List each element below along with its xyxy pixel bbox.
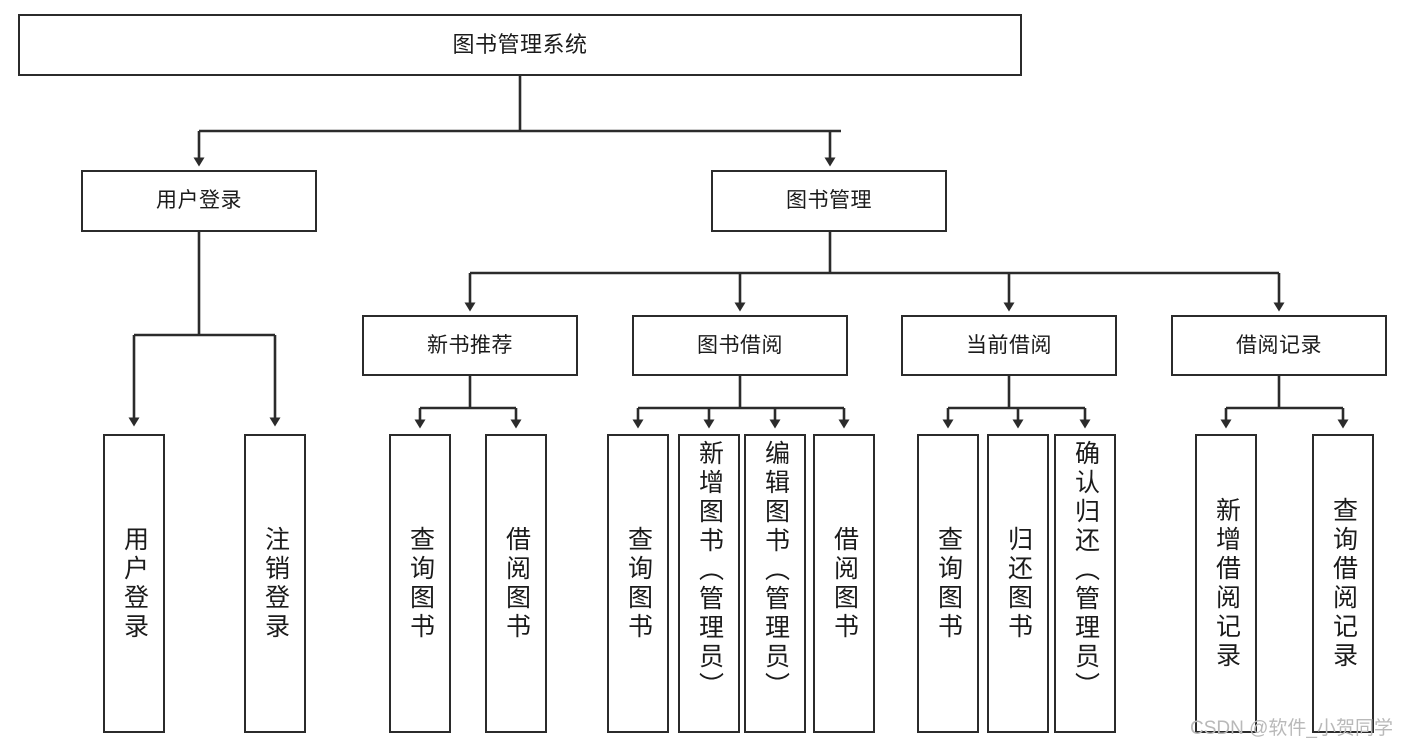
node-user-login[interactable]: 用户登录 [81, 170, 317, 232]
node-current-borrow[interactable]: 当前借阅 [901, 315, 1117, 376]
node-label: 确认归还（管理员） [1071, 440, 1100, 701]
node-label: 归还图书 [1004, 525, 1033, 642]
node-leaf-return-book[interactable]: 归还图书 [987, 434, 1049, 733]
node-leaf-add-book[interactable]: 新增图书（管理员） [678, 434, 740, 733]
node-label: 当前借阅 [966, 333, 1052, 357]
node-label: 查询图书 [624, 525, 653, 642]
node-leaf-query-book-3[interactable]: 查询图书 [917, 434, 979, 733]
node-leaf-user-login[interactable]: 用户登录 [103, 434, 165, 733]
node-label: 图书管理系统 [452, 31, 588, 57]
node-borrow-record[interactable]: 借阅记录 [1171, 315, 1387, 376]
node-leaf-edit-book[interactable]: 编辑图书（管理员） [744, 434, 806, 733]
node-book-management[interactable]: 图书管理 [711, 170, 947, 232]
node-new-book-recommend[interactable]: 新书推荐 [362, 315, 578, 376]
node-leaf-borrow-book-2[interactable]: 借阅图书 [813, 434, 875, 733]
node-label: 借阅图书 [830, 525, 859, 642]
node-root-system[interactable]: 图书管理系统 [18, 14, 1022, 76]
node-label: 新增图书（管理员） [695, 440, 724, 701]
node-leaf-query-book-2[interactable]: 查询图书 [607, 434, 669, 733]
node-label: 注销登录 [261, 525, 290, 642]
node-label: 借阅图书 [502, 525, 531, 642]
node-label: 新增借阅记录 [1212, 496, 1241, 671]
node-leaf-logout[interactable]: 注销登录 [244, 434, 306, 733]
node-label: 查询图书 [934, 525, 963, 642]
node-leaf-borrow-book-1[interactable]: 借阅图书 [485, 434, 547, 733]
csdn-watermark: CSDN @软件_小贺同学 [1190, 718, 1393, 739]
node-label: 用户登录 [120, 525, 149, 642]
node-label: 新书推荐 [427, 333, 513, 357]
node-label: 编辑图书（管理员） [761, 440, 790, 701]
node-label: 借阅记录 [1236, 333, 1322, 357]
node-leaf-confirm-return[interactable]: 确认归还（管理员） [1054, 434, 1116, 733]
node-leaf-add-record[interactable]: 新增借阅记录 [1195, 434, 1257, 733]
node-label: 用户登录 [156, 189, 242, 213]
node-label: 查询借阅记录 [1329, 496, 1358, 671]
node-book-borrow[interactable]: 图书借阅 [632, 315, 848, 376]
node-label: 图书管理 [786, 189, 872, 213]
node-leaf-query-book-1[interactable]: 查询图书 [389, 434, 451, 733]
node-label: 查询图书 [406, 525, 435, 642]
node-leaf-query-record[interactable]: 查询借阅记录 [1312, 434, 1374, 733]
node-label: 图书借阅 [697, 333, 783, 357]
